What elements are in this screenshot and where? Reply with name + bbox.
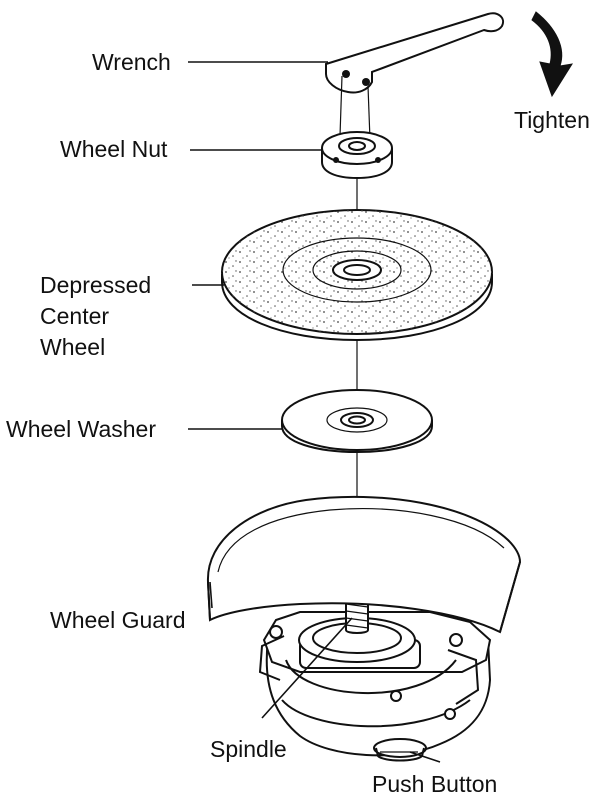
- wrench: [325, 12, 504, 141]
- leader-spindle: [261, 617, 353, 719]
- label-push-button: Push Button: [372, 771, 497, 797]
- grinder-gear-head: [258, 611, 492, 757]
- labels: Wrench Wheel Nut Depressed Center Wheel …: [6, 49, 590, 797]
- label-depressed-line3: Wheel: [40, 334, 105, 360]
- label-wrench: Wrench: [92, 49, 171, 75]
- tighten-arrow-icon: [531, 11, 574, 98]
- label-wheel-nut: Wheel Nut: [60, 136, 168, 162]
- leader-push-button: [409, 751, 441, 763]
- label-depressed-line1: Depressed: [40, 272, 151, 298]
- wheel-nut: [321, 131, 393, 180]
- label-tighten: Tighten: [514, 107, 590, 133]
- depressed-center-wheel: [221, 209, 493, 342]
- label-spindle: Spindle: [210, 736, 287, 762]
- wheel-washer: [281, 389, 433, 454]
- label-wheel-washer: Wheel Washer: [6, 416, 156, 442]
- label-depressed-line2: Center: [40, 303, 109, 329]
- wheel-guard: [206, 495, 522, 634]
- label-leaders: [188, 61, 441, 763]
- push-button-part: [373, 738, 427, 762]
- label-wheel-guard: Wheel Guard: [50, 607, 186, 633]
- leader-wheel-guard: [209, 581, 213, 609]
